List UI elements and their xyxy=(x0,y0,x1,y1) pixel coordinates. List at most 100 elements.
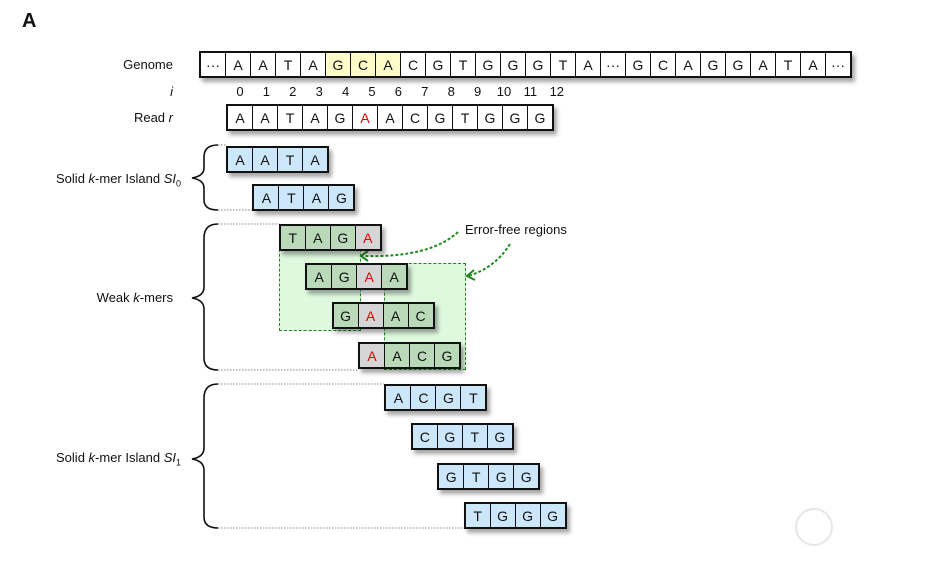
error-free-label: Error-free regions xyxy=(465,222,567,237)
kmer-base: A xyxy=(261,189,272,206)
si0-brace xyxy=(191,144,219,211)
index-number: 9 xyxy=(473,84,482,99)
kmer-base: A xyxy=(384,344,409,367)
si0-label: Solid k-mer Island SI0 xyxy=(56,171,181,189)
index-number: 2 xyxy=(289,84,297,99)
arrow-to-left-region xyxy=(361,231,459,258)
kmer-base: T xyxy=(288,229,298,246)
genome-base: G xyxy=(725,53,750,76)
kmer-base: A xyxy=(303,186,328,209)
read-error-base: A xyxy=(352,106,377,129)
arrowhead-left xyxy=(359,250,369,262)
genome-base: A xyxy=(300,53,325,76)
genome-base: C xyxy=(350,53,375,76)
index-number: 5 xyxy=(368,84,376,99)
read-base: A xyxy=(235,109,245,126)
index-number: 8 xyxy=(447,84,455,99)
kmer-base: G xyxy=(489,504,515,527)
genome-base: ··· xyxy=(825,53,850,76)
genome-base: A xyxy=(800,53,825,76)
genome-base: G xyxy=(475,53,500,76)
kmer-base: G xyxy=(513,465,538,488)
genome-base: A xyxy=(225,53,250,76)
watermark-logo xyxy=(795,508,833,546)
weak-brace xyxy=(191,223,219,371)
kmer-error-base: A xyxy=(357,304,383,327)
kmer-base: T xyxy=(461,425,487,448)
kmer-base: T xyxy=(277,148,302,171)
kmer-base: G xyxy=(434,344,459,367)
genome-base: T xyxy=(450,53,475,76)
kmer-base: T xyxy=(460,386,485,409)
kmer-base: C xyxy=(407,304,433,327)
kmer-base: G xyxy=(488,465,513,488)
arrow-to-right-region xyxy=(467,243,511,277)
kmer-base: G xyxy=(328,186,353,209)
kmer-base: C xyxy=(419,428,430,445)
index-number: 1 xyxy=(262,84,270,99)
genome-base: A xyxy=(675,53,700,76)
kmer-error-base: A xyxy=(354,226,380,249)
read-base: G xyxy=(327,106,352,129)
kmer-base: G xyxy=(329,226,355,249)
kmer-base: G xyxy=(340,307,352,324)
read-base: A xyxy=(377,106,402,129)
kmer-base: A xyxy=(382,304,408,327)
kmer-base: A xyxy=(235,151,245,168)
arrowhead-right xyxy=(465,269,476,281)
si1-brace xyxy=(191,383,219,529)
read-base: G xyxy=(477,106,502,129)
kmer-base: A xyxy=(314,268,324,285)
genome-base: ··· xyxy=(206,56,220,73)
genome-base: A xyxy=(750,53,775,76)
index-number: 4 xyxy=(341,84,350,99)
index-number: 10 xyxy=(496,84,512,99)
genome-base: A xyxy=(375,53,400,76)
genome-base: A xyxy=(575,53,600,76)
read-base: T xyxy=(452,106,477,129)
kmer-base: G xyxy=(445,468,457,485)
panel-label: A xyxy=(22,10,37,32)
read-base: A xyxy=(302,106,327,129)
kmer-base: A xyxy=(252,148,277,171)
kmer-base: A xyxy=(393,389,404,406)
index-number: 11 xyxy=(523,84,538,99)
index-number: 0 xyxy=(236,84,244,99)
genome-base: G xyxy=(525,53,550,76)
kmer-base: T xyxy=(463,465,488,488)
kmer-base: C xyxy=(410,386,435,409)
read-base: G xyxy=(427,106,452,129)
read-base: C xyxy=(402,106,427,129)
genome-base: G xyxy=(500,53,525,76)
genome-base: G xyxy=(425,53,450,76)
genome-label: Genome xyxy=(123,57,173,72)
genome-base: ··· xyxy=(600,53,625,76)
kmer-error-base: A xyxy=(360,344,384,367)
kmer-base: A xyxy=(304,226,330,249)
kmer-base: C xyxy=(409,344,434,367)
read-label: Read r xyxy=(133,110,173,125)
index-number: 6 xyxy=(394,84,402,99)
index-number: 7 xyxy=(421,84,429,99)
index-number: 12 xyxy=(549,84,565,99)
kmer-base: G xyxy=(436,425,462,448)
genome-base: G xyxy=(625,53,650,76)
read-base: G xyxy=(527,106,552,129)
index-number: 3 xyxy=(315,84,323,99)
weak-label: Weak k-mers xyxy=(96,290,173,305)
kmer-base: T xyxy=(278,186,303,209)
kmer-base: G xyxy=(539,504,565,527)
si1-label: Solid k-mer Island SI1 xyxy=(56,450,181,468)
index-label: i xyxy=(170,84,173,99)
kmer-base: A xyxy=(302,148,327,171)
